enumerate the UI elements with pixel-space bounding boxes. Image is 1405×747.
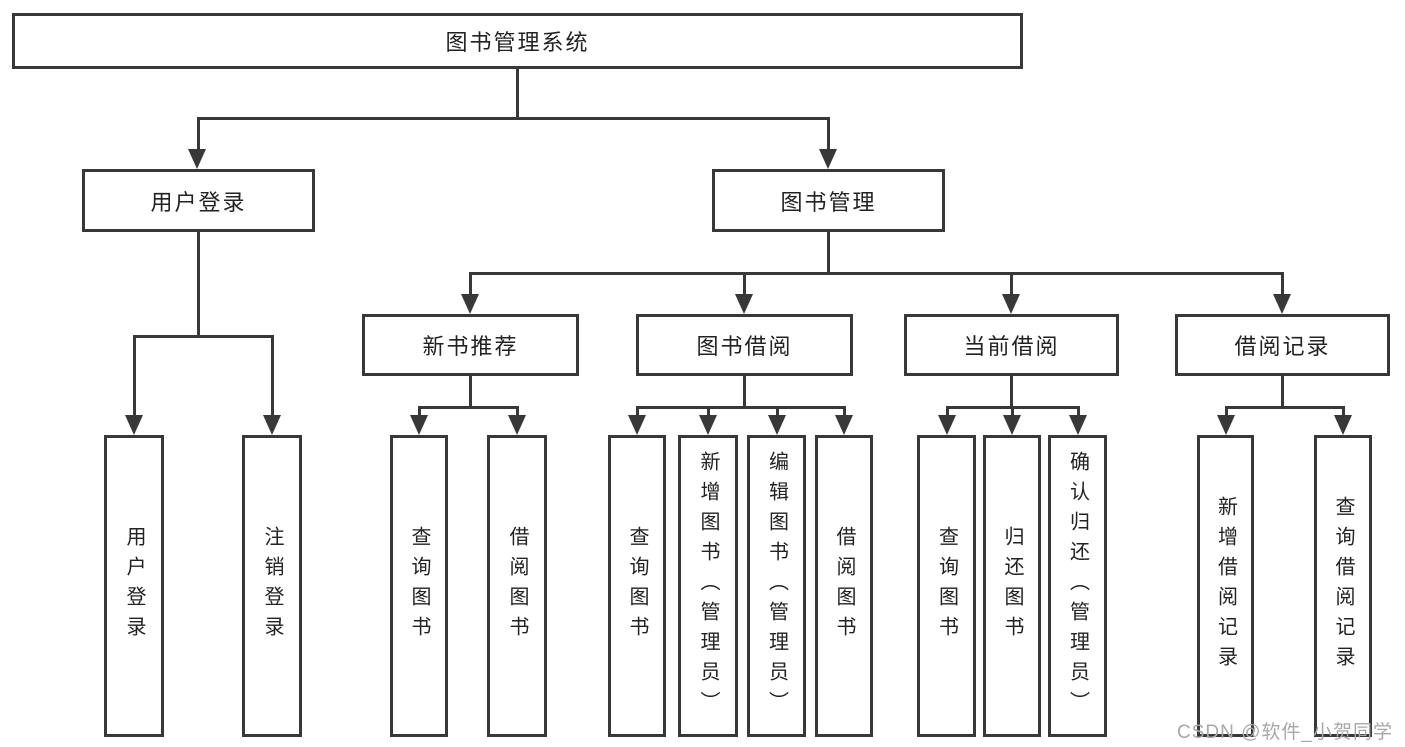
connector-line [271,335,274,417]
connector-line [469,272,1284,275]
leaf-label: 用户登录 [123,526,145,646]
arrow-down-icon [699,415,717,435]
connector-line [1011,406,1014,417]
node-leaf-query-book: 查询图书 [608,435,666,737]
node-leaf-borrow-book: 借阅图书 [815,435,873,737]
arrow-down-icon [508,415,526,435]
arrow-down-icon [263,415,281,435]
connector-line [133,335,136,417]
connector-line [707,406,710,417]
arrow-down-icon [1334,415,1352,435]
connector-line [469,376,472,407]
leaf-label: 查询借阅记录 [1332,496,1354,676]
connector-line [516,69,519,118]
arrow-down-icon [735,294,753,314]
leaf-label: 查询图书 [626,526,648,646]
arrow-down-icon [628,415,646,435]
node-leaf-user-login: 用户登录 [104,435,164,737]
node-leaf-edit-book-admin: 编辑图书（管理员） [747,435,806,737]
arrow-down-icon [1273,294,1291,314]
connector-line [418,406,421,417]
arrow-down-icon [188,149,206,169]
connector-line [946,406,1080,409]
node-leaf-query-book: 查询图书 [390,435,448,737]
connector-line [743,272,746,296]
arrow-down-icon [1002,294,1020,314]
node-leaf-logout: 注销登录 [242,435,302,737]
arrow-down-icon [1217,415,1235,435]
node-current-borrowing: 当前借阅 [904,314,1119,376]
leaf-label: 注销登录 [261,526,283,646]
connector-line [418,406,519,409]
connector-line [516,406,519,417]
leaf-label: 借阅图书 [506,526,528,646]
arrow-down-icon [461,294,479,314]
connector-line [1281,272,1284,296]
connector-line [1342,406,1345,417]
node-leaf-confirm-return-admin: 确认归还（管理员） [1048,435,1107,737]
arrow-down-icon [835,415,853,435]
connector-line [133,335,274,338]
arrow-down-icon [938,415,956,435]
node-book-borrowing-label: 图书借阅 [696,334,793,359]
connector-line [843,406,846,417]
connector-line [946,406,949,417]
leaf-label: 借阅图书 [833,526,855,646]
arrow-down-icon [410,415,428,435]
leaf-label: 查询图书 [408,526,430,646]
connector-line [1281,376,1284,407]
arrow-down-icon [125,415,143,435]
connector-line [827,117,830,151]
node-leaf-add-borrow-record: 新增借阅记录 [1197,435,1254,737]
connector-line [197,117,200,151]
connector-line [1225,406,1228,417]
node-book-management: 图书管理 [712,169,945,232]
watermark: CSDN @软件_小贺同学 [1177,722,1393,743]
node-user-login-label: 用户登录 [150,189,247,215]
node-leaf-borrow-book: 借阅图书 [487,435,547,737]
node-new-book-recommend: 新书推荐 [362,314,579,376]
node-root-label: 图书管理系统 [445,30,590,55]
arrow-down-icon [819,149,837,169]
node-leaf-query-book: 查询图书 [917,435,976,737]
connector-line [636,406,846,409]
node-leaf-return-book: 归还图书 [983,435,1041,737]
node-borrowing-records: 借阅记录 [1175,314,1390,376]
node-user-login: 用户登录 [82,169,315,232]
node-borrowing-records-label: 借阅记录 [1234,334,1331,359]
connector-line [1010,376,1013,407]
node-new-book-recommend-label: 新书推荐 [422,334,519,359]
connector-line [1010,272,1013,296]
leaf-label: 查询图书 [935,526,958,646]
arrow-down-icon [768,415,786,435]
connector-line [1225,406,1345,409]
node-root: 图书管理系统 [12,13,1023,69]
leaf-label: 新增图书（管理员） [697,451,719,721]
node-leaf-query-borrow-record: 查询借阅记录 [1314,435,1372,737]
node-book-management-label: 图书管理 [780,189,877,215]
arrow-down-icon [1069,415,1087,435]
node-book-borrowing: 图书借阅 [636,314,853,376]
connector-line [636,406,639,417]
leaf-label: 编辑图书（管理员） [765,451,788,721]
connector-line [1077,406,1080,417]
leaf-label: 归还图书 [1001,526,1023,646]
connector-line [197,232,200,336]
connector-line [469,272,472,296]
arrow-down-icon [1003,415,1021,435]
connector-line [743,376,746,407]
leaf-label: 确认归还（管理员） [1066,451,1089,721]
connector-line [827,232,830,274]
node-leaf-add-book-admin: 新增图书（管理员） [678,435,738,737]
leaf-label: 新增借阅记录 [1214,496,1237,676]
connector-line [197,117,830,120]
node-current-borrowing-label: 当前借阅 [963,334,1060,359]
connector-line [776,406,779,417]
